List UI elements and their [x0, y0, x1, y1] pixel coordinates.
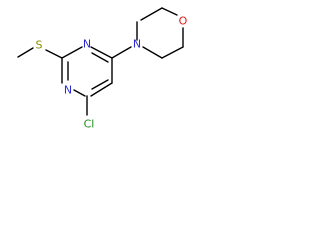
atom-sulfur: S: [36, 39, 43, 52]
atom-chlorine: Cl: [84, 118, 95, 131]
atom-n1: N: [83, 38, 91, 51]
bond-c4-n3: [73, 89, 86, 97]
bond-c5-c4: [90, 82, 113, 97]
atom-morpholine-nitrogen: N: [133, 38, 141, 51]
bond-c6-nmorph: [111, 46, 132, 59]
bonds: [17, 7, 184, 116]
bond-c2-s: [45, 49, 63, 59]
bond-nm-ca: [142, 46, 163, 59]
atom-morpholine-oxygen: O: [179, 15, 188, 28]
bond-ca-cb: [161, 46, 184, 59]
bond-n1-c6: [90, 46, 113, 59]
bond-c2-n1: [61, 46, 83, 59]
molecule-structure-diagram: N N S Cl N O: [17, 7, 188, 131]
bond-cc-cd: [140, 7, 163, 21]
bond-s-ch3: [17, 47, 34, 58]
bond-n1-c6-inner: [91, 52, 109, 63]
atom-n3: N: [64, 84, 72, 97]
bond-c5-c4-inner: [91, 79, 109, 90]
bond-o-cc: [161, 7, 178, 16]
atoms: N N S Cl N O: [36, 15, 188, 131]
